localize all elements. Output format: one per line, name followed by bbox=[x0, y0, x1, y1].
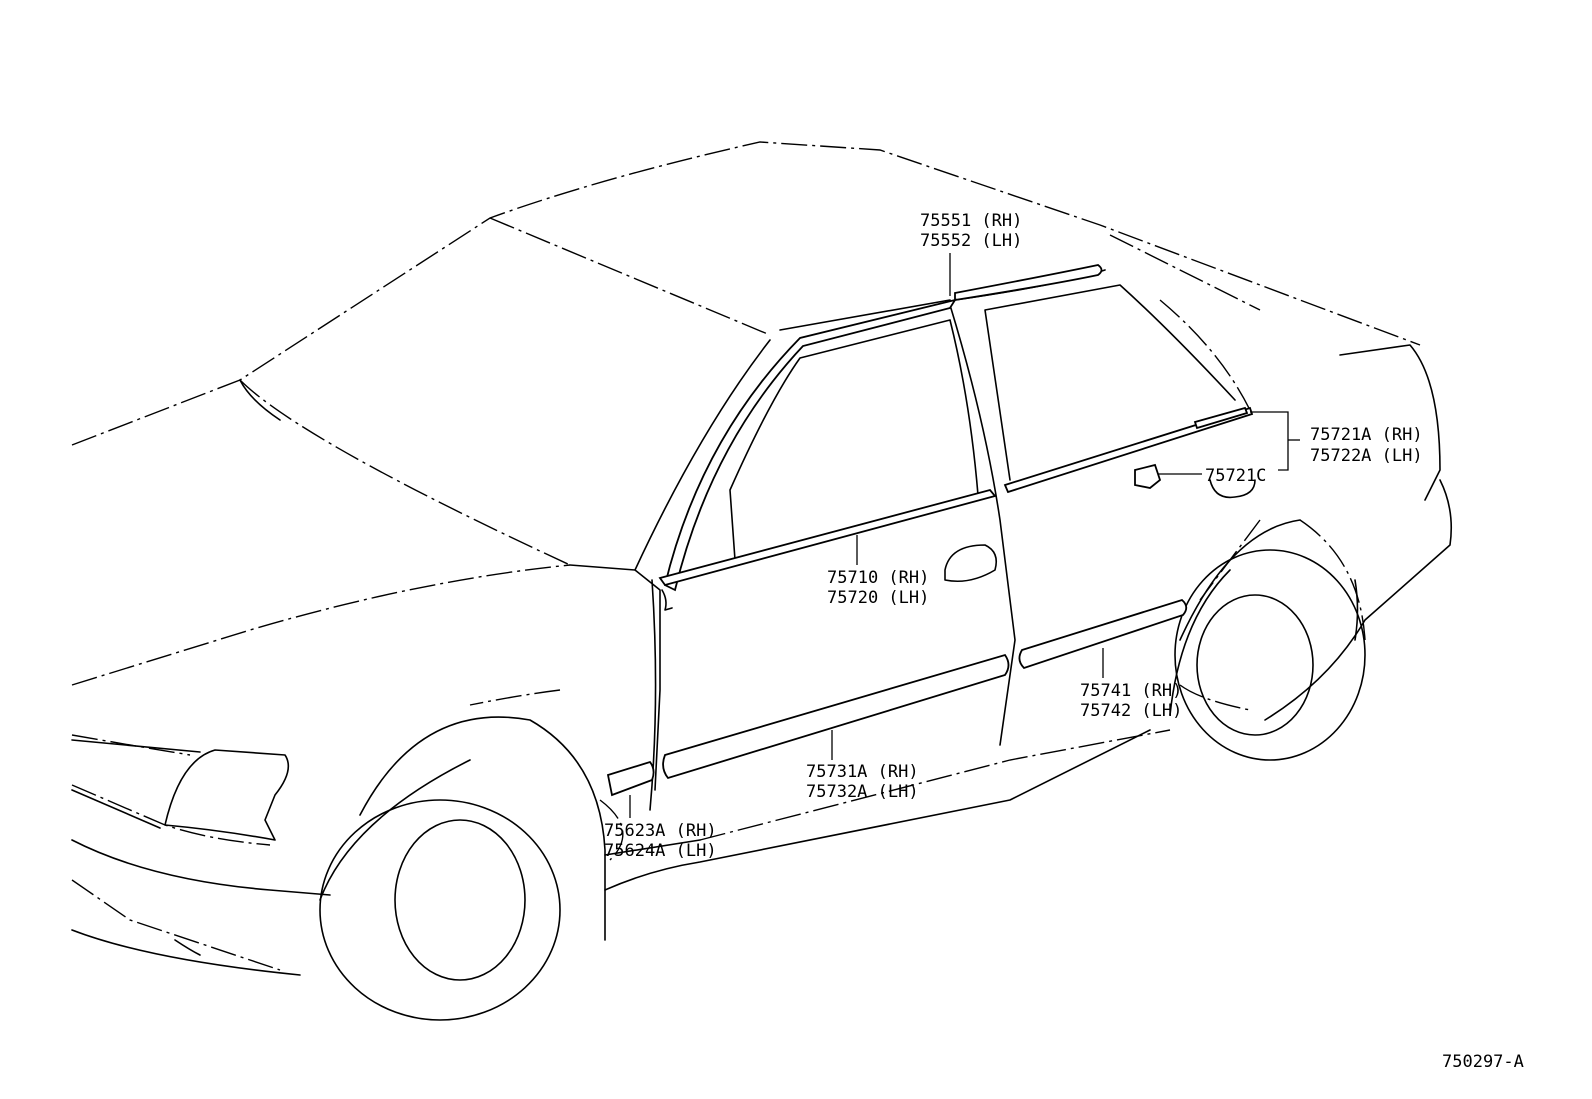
callout-line2: 75720 (LH) bbox=[827, 588, 929, 608]
callout-line1: 75731A (RH) bbox=[806, 762, 919, 782]
car-phantom-outline bbox=[71, 141, 1421, 971]
callout-line1: 75741 (RH) bbox=[1080, 681, 1182, 701]
callout-line2: 75722A (LH) bbox=[1310, 446, 1423, 466]
callout-rear-door-belt: 75721A (RH) 75722A (LH) bbox=[1310, 425, 1423, 466]
callout-line2: 75624A (LH) bbox=[604, 841, 717, 861]
callout-line1: 75623A (RH) bbox=[604, 821, 717, 841]
callout-line2: 75742 (LH) bbox=[1080, 701, 1182, 721]
callout-rear-door-side: 75741 (RH) 75742 (LH) bbox=[1080, 681, 1182, 721]
callout-line2: 75732A (LH) bbox=[806, 782, 919, 802]
callout-line1: 75721C bbox=[1205, 466, 1266, 486]
callout-line1: 75721A (RH) bbox=[1310, 425, 1423, 445]
callout-roof-drip: 75551 (RH) 75552 (LH) bbox=[920, 211, 1022, 251]
leader-lines bbox=[629, 253, 1300, 818]
callout-fender: 75623A (RH) 75624A (LH) bbox=[604, 821, 717, 861]
front-door-belt-moulding bbox=[658, 488, 997, 587]
callout-front-door-side: 75731A (RH) 75732A (LH) bbox=[806, 762, 919, 802]
figure-code: 750297-A bbox=[1442, 1052, 1524, 1072]
rear-door-belt-moulding bbox=[1003, 406, 1254, 494]
callout-rear-door-clip: 75721C bbox=[1205, 466, 1266, 486]
callout-front-door-belt: 75710 (RH) 75720 (LH) bbox=[827, 568, 929, 608]
callout-line1: 75551 (RH) bbox=[920, 211, 1022, 231]
rear-door-clip bbox=[1134, 463, 1162, 489]
callout-line2: 75552 (LH) bbox=[920, 231, 1022, 251]
moulding-parts bbox=[606, 264, 1254, 797]
front-door-frame-moulding bbox=[663, 298, 957, 592]
callout-line1: 75710 (RH) bbox=[827, 568, 929, 588]
front-door-side-moulding bbox=[662, 653, 1010, 780]
roof-drip-moulding bbox=[954, 264, 1103, 302]
rear-door-upper-moulding bbox=[1193, 406, 1249, 430]
fender-moulding bbox=[606, 760, 655, 797]
rear-door-side-moulding bbox=[1018, 598, 1188, 670]
